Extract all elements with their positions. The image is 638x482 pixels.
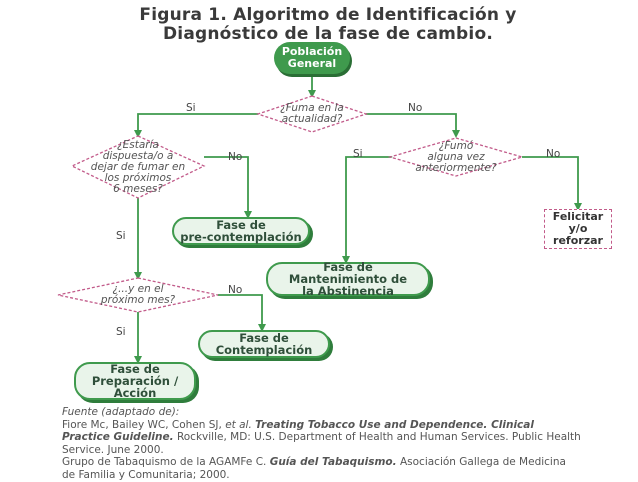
- ref2-rest: Asociación Gallega de Medicina de Famili…: [62, 456, 566, 481]
- source-ref-1: Fiore Mc, Bailey WC, Cohen SJ, et al. Tr…: [62, 419, 582, 457]
- node-preparacion-line2: Preparación /: [91, 374, 179, 388]
- node-precontemplacion: Fase de pre-contemplación: [172, 217, 310, 245]
- edge-fuma-fumo: [366, 113, 460, 138]
- label-no-fuma: No: [408, 102, 423, 114]
- node-poblacion-line1: Población: [281, 45, 343, 58]
- edge-fuma-estaria: [134, 113, 258, 138]
- diamond-proximo: [57, 277, 219, 313]
- diamond-estaria: [70, 135, 206, 199]
- decision-fumo-line1: ¿Fumó: [438, 139, 474, 152]
- decision-proximo-mes: ¿...y en el próximo mes?: [86, 283, 190, 307]
- label-si-estaria: Si: [116, 230, 126, 242]
- source-citation: Fuente (adaptado de): Fiore Mc, Bailey W…: [62, 406, 582, 482]
- decision-estaria-line4: los próximos: [104, 171, 172, 184]
- title-line-2: Diagnóstico de la fase de cambio.: [163, 24, 493, 44]
- figure-title: Figura 1. Algoritmo de Identificación y …: [68, 6, 588, 44]
- decision-proximo-line1: ¿...y en el: [112, 283, 164, 295]
- node-mantenimiento: Fase de Mantenimiento de la Abstinencia: [266, 260, 430, 298]
- title-line-1: Figura 1. Algoritmo de Identificación y: [139, 5, 517, 25]
- decision-fuma-line2: actualidad?: [281, 113, 343, 125]
- node-felicitar-line3: reforzar: [553, 234, 603, 247]
- decision-estaria-line2: dispuesta/o a: [102, 149, 174, 162]
- node-poblacion-line2: General: [287, 57, 337, 70]
- label-si-mes: Si: [116, 326, 126, 338]
- edge-proximo-contemplacion: [218, 294, 266, 332]
- node-felicitar: Felicitar y/o reforzar: [544, 209, 612, 249]
- label-no-fumo: No: [546, 148, 561, 160]
- ref2-title: Guía del Tabaquismo.: [269, 456, 397, 469]
- node-poblacion-general: Población General: [274, 42, 350, 74]
- edge-fumo-mantenimiento: [342, 156, 393, 264]
- node-precontemplacion-line2: pre-contemplación: [180, 230, 302, 244]
- decision-estaria-line1: ¿Estaría: [117, 138, 159, 151]
- decision-fumo-line2: alguna vez: [427, 150, 485, 163]
- node-mantenimiento-line2: Mantenimiento de: [288, 272, 408, 286]
- ref1-title: Treating Tobacco Use and Dependence. Cli…: [62, 418, 534, 444]
- edge-fumo-felicitar: [522, 156, 582, 211]
- decision-proximo-line2: próximo mes?: [100, 294, 176, 306]
- ref2-authors: Grupo de Tabaquismo de la AGAMFe C.: [62, 456, 267, 469]
- node-preparacion-line3: Acción: [113, 386, 157, 400]
- ref1-rest: Rockville, MD: U.S. Department of Health…: [62, 431, 581, 456]
- node-preparacion: Fase de Preparación / Acción: [74, 362, 196, 400]
- node-mantenimiento-line1: Fase de: [323, 260, 373, 274]
- node-mantenimiento-line3: la Abstinencia: [302, 284, 394, 298]
- ref1-authors: Fiore Mc, Bailey WC, Cohen SJ,: [62, 418, 222, 431]
- decision-fumo: ¿Fumó alguna vez anteriormente?: [400, 140, 512, 174]
- edge-estaria-precontemplacion: [204, 156, 252, 219]
- node-contemplacion-line2: Contemplación: [215, 343, 313, 357]
- decision-fuma-line1: ¿Fuma en la: [280, 102, 344, 114]
- node-precontemplacion-line1: Fase de: [216, 218, 266, 232]
- diamond-fumo: [387, 137, 525, 177]
- node-preparacion-line1: Fase de: [110, 362, 160, 376]
- source-ref-2: Grupo de Tabaquismo de la AGAMFe C. Guía…: [62, 456, 582, 481]
- decision-estaria: ¿Estaría dispuesta/o a dejar de fumar en…: [80, 138, 196, 196]
- decision-fuma: ¿Fuma en la actualidad?: [262, 101, 362, 127]
- diamond-fuma: [255, 95, 369, 133]
- decision-fumo-line3: anteriormente?: [415, 161, 497, 174]
- label-no-mes: No: [228, 284, 243, 296]
- label-no-estaria: No: [228, 151, 243, 163]
- decision-estaria-line5: 6 meses?: [113, 182, 163, 195]
- decision-estaria-line3: dejar de fumar en: [90, 160, 186, 173]
- ref1-etal: et al.: [225, 418, 252, 431]
- label-si-fumo: Si: [353, 148, 363, 160]
- node-felicitar-line2: y/o: [568, 222, 588, 235]
- label-si-fuma: Si: [186, 102, 196, 114]
- source-heading: Fuente (adaptado de):: [62, 406, 180, 418]
- node-contemplacion-line1: Fase de: [239, 331, 289, 345]
- node-felicitar-line1: Felicitar: [552, 210, 604, 223]
- node-contemplacion: Fase de Contemplación: [198, 330, 330, 358]
